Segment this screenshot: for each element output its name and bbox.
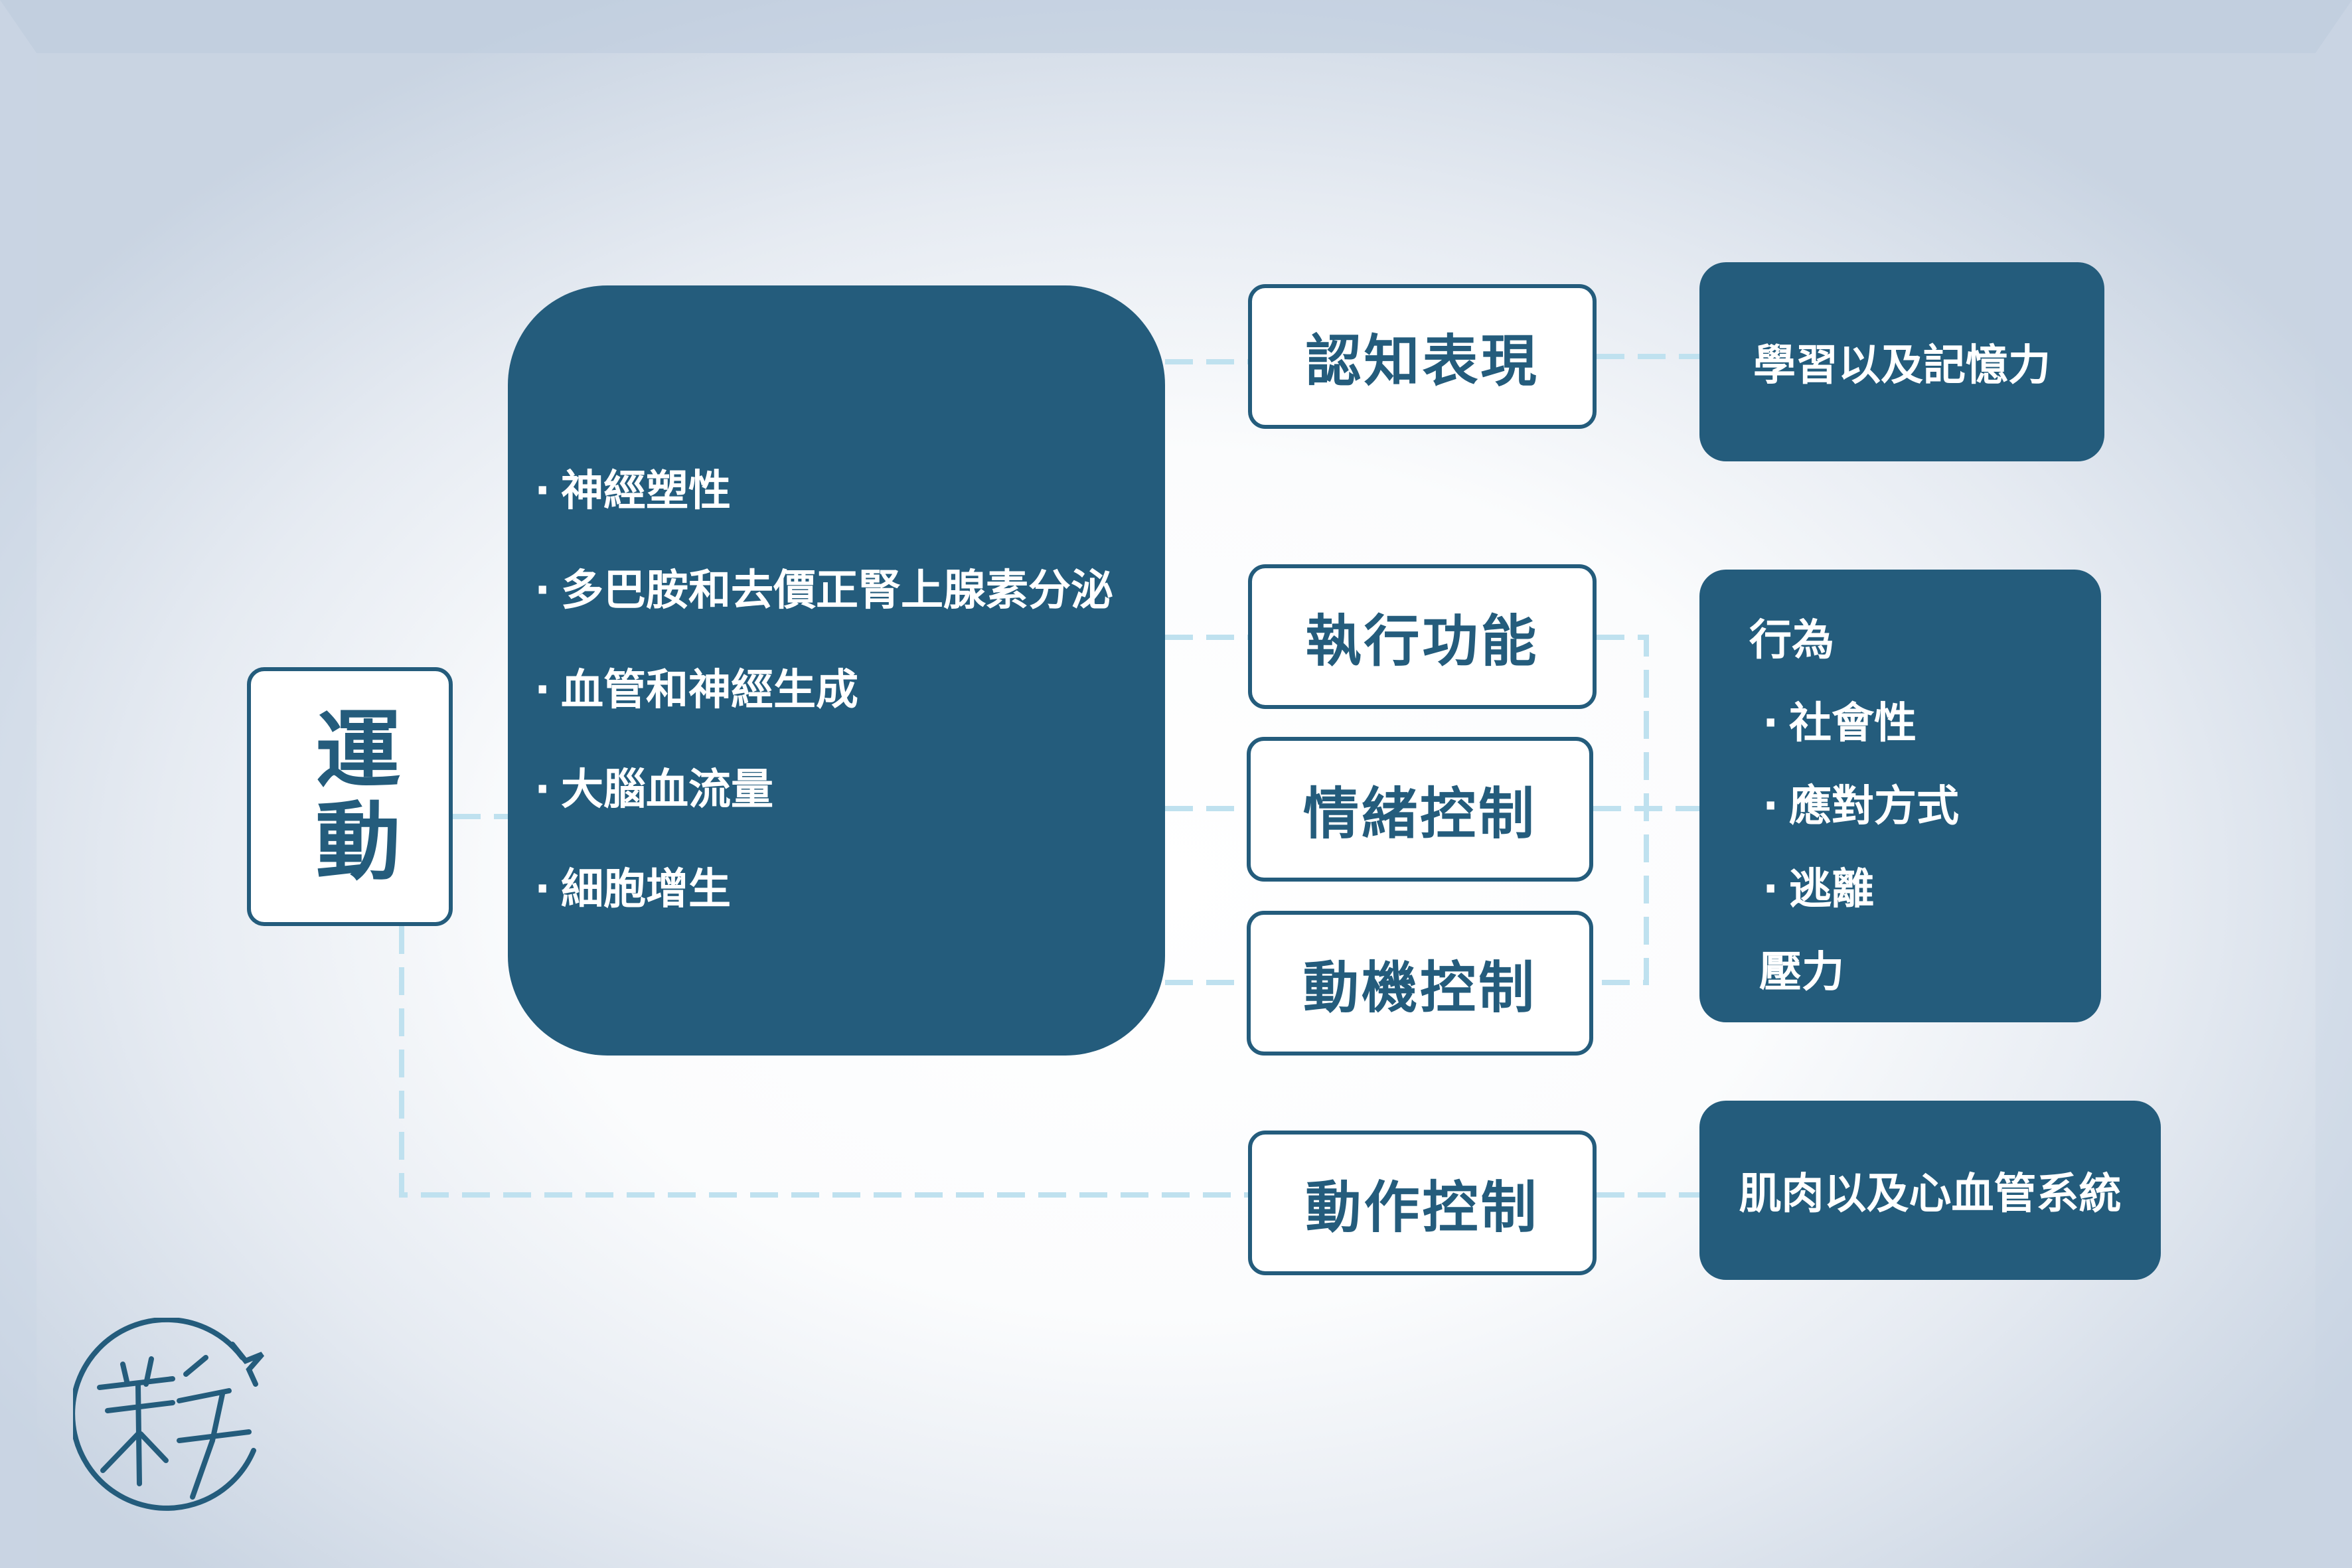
exercise-label: 運動 xyxy=(301,705,400,888)
executive-label: 執行功能 xyxy=(1305,608,1539,674)
behavior-item-label: 逃離 xyxy=(1789,865,1874,914)
list-item: ·細胞增生 xyxy=(534,865,731,914)
mechanisms-box: ·神經塑性 ·多巴胺和去價正腎上腺素分泌 ·血管和神經生成 ·大腦血流量 ·細胞… xyxy=(508,285,1165,1056)
executive-box: 執行功能 xyxy=(1248,564,1597,709)
logo-seal xyxy=(73,1318,265,1511)
muscle-box: 肌肉以及心血管系統 xyxy=(1699,1101,2161,1280)
behavior-item-label: 社會性 xyxy=(1789,699,1917,748)
list-item: ·多巴胺和去價正腎上腺素分泌 xyxy=(534,566,1113,615)
connector-exercise-motor xyxy=(399,926,1248,1198)
motor-label: 動作控制 xyxy=(1305,1174,1539,1240)
mechanism-label: 細胞增生 xyxy=(561,865,731,914)
muscle-label: 肌肉以及心血管系統 xyxy=(1739,1170,2122,1219)
mechanisms-list: ·神經塑性 ·多巴胺和去價正腎上腺素分泌 ·血管和神經生成 ·大腦血流量 ·細胞… xyxy=(534,441,1113,939)
motivation-box: 動機控制 xyxy=(1247,911,1593,1056)
behavior-item-label: 應對方式 xyxy=(1789,782,1959,831)
behavior-list: 行為 ·社會性 ·應對方式 ·逃離 壓力 xyxy=(1749,599,1959,1014)
learning-label: 學習以及記憶力 xyxy=(1753,341,2051,390)
motivation-label: 動機控制 xyxy=(1302,955,1537,1020)
list-item: ·神經塑性 xyxy=(534,467,731,516)
list-item: ·大腦血流量 xyxy=(534,765,773,815)
mechanism-label: 神經塑性 xyxy=(561,467,731,516)
emotion-label: 情緒控制 xyxy=(1302,781,1537,846)
learning-box: 學習以及記憶力 xyxy=(1699,262,2104,461)
stress-label: 壓力 xyxy=(1759,948,1844,997)
cognitive-box: 認知表現 xyxy=(1248,284,1597,429)
mechanism-label: 血管和神經生成 xyxy=(561,666,858,715)
mechanism-label: 大腦血流量 xyxy=(561,765,773,815)
cognitive-label: 認知表現 xyxy=(1305,328,1539,394)
list-item: ·逃離 xyxy=(1763,865,1874,914)
list-item: ·應對方式 xyxy=(1763,782,1959,831)
emotion-box: 情緒控制 xyxy=(1247,737,1593,882)
behavior-title: 行為 xyxy=(1749,616,1834,665)
mechanism-label: 多巴胺和去價正腎上腺素分泌 xyxy=(561,566,1113,615)
list-item: ·社會性 xyxy=(1763,699,1917,748)
exercise-box: 運動 xyxy=(247,667,453,926)
list-item: ·血管和神經生成 xyxy=(534,666,858,715)
behavior-box: 行為 ·社會性 ·應對方式 ·逃離 壓力 xyxy=(1699,570,2101,1022)
motor-box: 動作控制 xyxy=(1248,1131,1597,1275)
